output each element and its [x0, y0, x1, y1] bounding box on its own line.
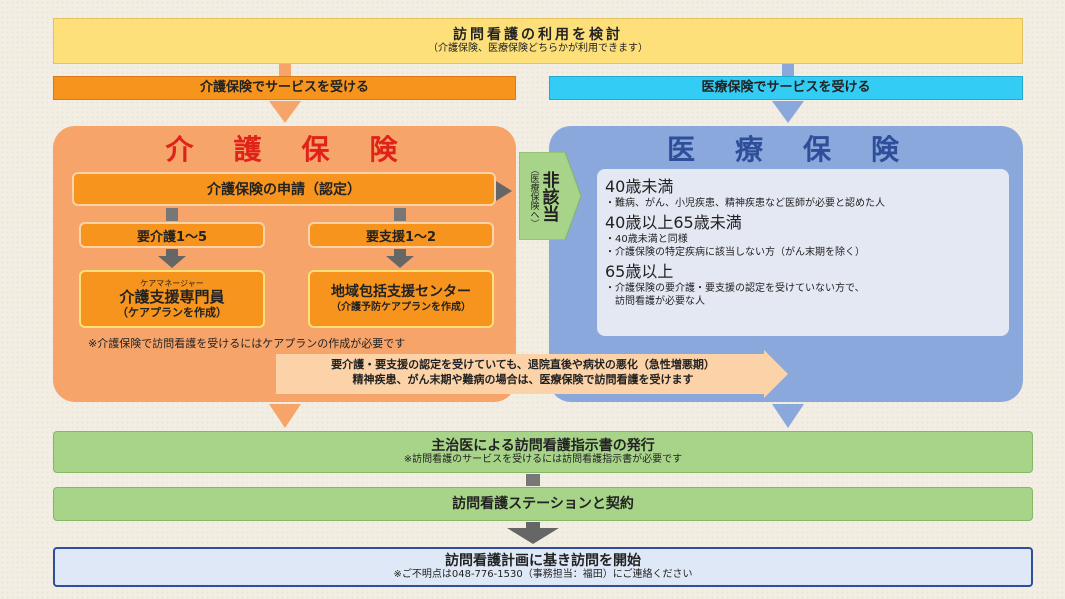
doctor-order-title: 主治医による訪問看護指示書の発行	[431, 438, 655, 454]
arrow-to-hi-gaito	[496, 181, 512, 201]
iryo-item-40to65-0: ・40歳未満と同様	[605, 234, 688, 245]
visit-start-bar: 訪問看護計画に基き訪問を開始 ※ご不明点は048-776-1530（事務担当：福…	[53, 547, 1033, 587]
kaigo-note: ※介護保険で訪問看護を受けるにはケアプランの作成が必要です	[88, 332, 508, 350]
kaigo-header-bar: 介護保険でサービスを受ける	[53, 76, 516, 100]
hi-gaito-arrow	[519, 152, 581, 240]
connector-app-left	[166, 208, 178, 221]
station-contract-title: 訪問看護ステーションと契約	[452, 496, 634, 512]
iryo-heading-over65: 65歳以上	[605, 262, 674, 281]
arrow-kaigo-header	[269, 101, 301, 123]
kaigo-panel-title: 介 護 保 険	[53, 128, 516, 168]
connector-yokaigo	[166, 249, 178, 256]
kaigo-application-label: 介護保険の申請（認定）	[207, 182, 361, 198]
iryo-title-text: 医 療 保 険	[666, 133, 905, 166]
station-contract-bar: 訪問看護ステーションと契約	[53, 487, 1033, 521]
care-manager-box: ケアマネージャー 介護支援専門員 （ケアプランを作成）	[79, 270, 265, 328]
connector-top-right	[782, 64, 794, 76]
hi-gaito-label-box: 非該当 （医療保険へ）	[521, 154, 565, 238]
connector-top-left	[279, 64, 291, 76]
top-banner-title: 訪問看護の利用を検討	[453, 27, 623, 43]
iryo-group-over65: 65歳以上 ・介護保険の要介護・要支援の認定を受けていない方で、 訪問看護が必要…	[605, 262, 1001, 308]
kaigo-title-text: 介 護 保 険	[165, 133, 404, 166]
community-center-box: 地域包括支援センター （介護予防ケアプランを作成）	[308, 270, 494, 328]
connector-app-right	[394, 208, 406, 221]
connector-station-start	[526, 522, 540, 528]
hi-gaito-label: 非該当	[538, 170, 559, 222]
doctor-order-bar: 主治医による訪問看護指示書の発行 ※訪問看護のサービスを受けるには訪問看護指示書…	[53, 431, 1033, 473]
iryo-group-40to65: 40歳以上65歳未満 ・40歳未満と同様 ・介護保険の特定疾病に該当しない方（が…	[605, 213, 1001, 259]
care-manager-title: 介護支援専門員	[119, 287, 225, 306]
cross-note-text-box: 要介護・要支援の認定を受けていても、退院直後や病状の悪化（急性増悪期） 精神疾患…	[278, 352, 768, 392]
iryo-heading-under40: 40歳未満	[605, 177, 674, 196]
visit-start-sub: ※ご不明点は048-776-1530（事務担当：福田）にご連絡ください	[393, 569, 693, 580]
top-banner-subtitle: （介護保険、医療保険どちらかが利用できます）	[428, 43, 648, 54]
cross-note-line2: 精神疾患、がん末期や難病の場合は、医療保険で訪問看護を受けます	[352, 373, 694, 386]
kaigo-header-label: 介護保険でサービスを受ける	[199, 80, 369, 95]
arrow-iryo-header	[772, 101, 804, 123]
community-center-title: 地域包括支援センター	[331, 284, 471, 300]
arrow-yokaigo	[158, 256, 186, 268]
iryo-group-under40: 40歳未満 ・難病、がん、小児疾患、精神疾患など医師が必要と認めた人	[605, 177, 1001, 210]
iryo-item-40to65-1: ・介護保険の特定疾病に該当しない方（がん末期を除く）	[605, 247, 865, 258]
iryo-item-over65-0: ・介護保険の要介護・要支援の認定を受けていない方で、	[605, 283, 865, 294]
iryo-item-over65-1: 訪問看護が必要な人	[605, 296, 705, 307]
arrow-iryo-panel	[772, 404, 804, 428]
iryo-heading-40to65: 40歳以上65歳未満	[605, 213, 742, 232]
cross-note-arrow	[276, 350, 788, 398]
visit-start-title: 訪問看護計画に基き訪問を開始	[445, 553, 641, 569]
kaigo-application-box: 介護保険の申請（認定）	[72, 172, 496, 206]
arrow-yoshien	[386, 256, 414, 268]
connector-yoshien	[394, 249, 406, 256]
iryo-panel-title: 医 療 保 険	[549, 128, 1023, 168]
doctor-order-sub: ※訪問看護のサービスを受けるには訪問看護指示書が必要です	[403, 454, 683, 465]
yokaigo-box: 要介護1〜5	[79, 222, 265, 248]
community-center-sub: （介護予防ケアプランを作成）	[331, 302, 471, 313]
care-manager-ruby: ケアマネージャー	[140, 278, 204, 288]
iryo-header-bar: 医療保険でサービスを受ける	[549, 76, 1023, 100]
arrow-station-start	[507, 528, 559, 544]
yoshien-box: 要支援1〜2	[308, 222, 494, 248]
iryo-info-box: 40歳未満 ・難病、がん、小児疾患、精神疾患など医師が必要と認めた人 40歳以上…	[597, 169, 1009, 336]
top-banner: 訪問看護の利用を検討 （介護保険、医療保険どちらかが利用できます）	[53, 18, 1023, 64]
kaigo-note-text: ※介護保険で訪問看護を受けるにはケアプランの作成が必要です	[88, 337, 406, 350]
connector-doctor-station	[526, 474, 540, 486]
yokaigo-label: 要介護1〜5	[136, 229, 208, 245]
care-manager-sub: （ケアプランを作成）	[117, 305, 227, 319]
iryo-item-under40-0: ・難病、がん、小児疾患、精神疾患など医師が必要と認めた人	[605, 198, 885, 209]
arrow-kaigo-panel	[269, 404, 301, 428]
cross-note-line1: 要介護・要支援の認定を受けていても、退院直後や病状の悪化（急性増悪期）	[331, 358, 715, 371]
hi-gaito-sub: （医療保険へ）	[528, 164, 539, 228]
yoshien-label: 要支援1〜2	[365, 229, 437, 245]
iryo-header-label: 医療保険でサービスを受ける	[701, 80, 871, 95]
